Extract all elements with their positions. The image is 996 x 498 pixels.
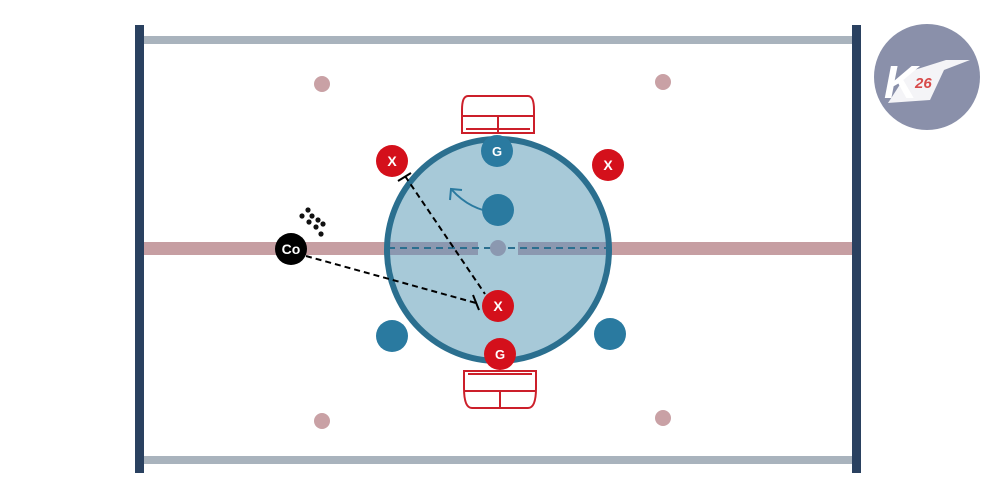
goalie-bottom-label: G xyxy=(495,347,505,362)
faceoff-dot-bottom-right xyxy=(655,410,671,426)
right-board xyxy=(852,25,861,473)
logo-swoosh xyxy=(888,60,970,103)
logo-letter: K xyxy=(884,56,920,108)
brand-logo: K 26 xyxy=(874,24,980,130)
faceoff-dot-top-left xyxy=(314,76,330,92)
skate-arrow xyxy=(451,189,498,214)
top-goal xyxy=(461,95,535,134)
attacker-top-right-marker xyxy=(592,149,624,181)
teal-player-center xyxy=(482,194,514,226)
top-blue-line xyxy=(139,36,856,44)
coach-marker xyxy=(275,233,307,265)
puck-pile xyxy=(299,207,326,237)
skate-arrowhead xyxy=(449,187,463,201)
teal-player-right xyxy=(594,318,626,350)
pass-line-attacker xyxy=(404,175,486,295)
center-puck-dot xyxy=(490,240,506,256)
logo-number: 26 xyxy=(914,75,932,92)
attacker-top-right-label: X xyxy=(603,157,613,173)
bottom-blue-line xyxy=(139,456,856,464)
faceoff-dot-top-right xyxy=(655,74,671,90)
faceoff-dot-bottom-left xyxy=(314,413,330,429)
bottom-goal xyxy=(463,370,537,409)
attacker-center-label: X xyxy=(493,298,503,314)
pass-arrow-tick-2 xyxy=(397,172,412,182)
coach-label: Co xyxy=(282,241,301,257)
goalie-top-label: G xyxy=(492,144,502,159)
pass-arrow-tick-1 xyxy=(472,294,480,311)
attacker-top-left-marker xyxy=(376,145,408,177)
attacker-center-marker xyxy=(482,290,514,322)
goalie-top-marker xyxy=(481,135,513,167)
teal-player-left xyxy=(376,320,408,352)
goalie-bottom-marker xyxy=(484,338,516,370)
attacker-top-left-label: X xyxy=(387,153,397,169)
left-board xyxy=(135,25,144,473)
